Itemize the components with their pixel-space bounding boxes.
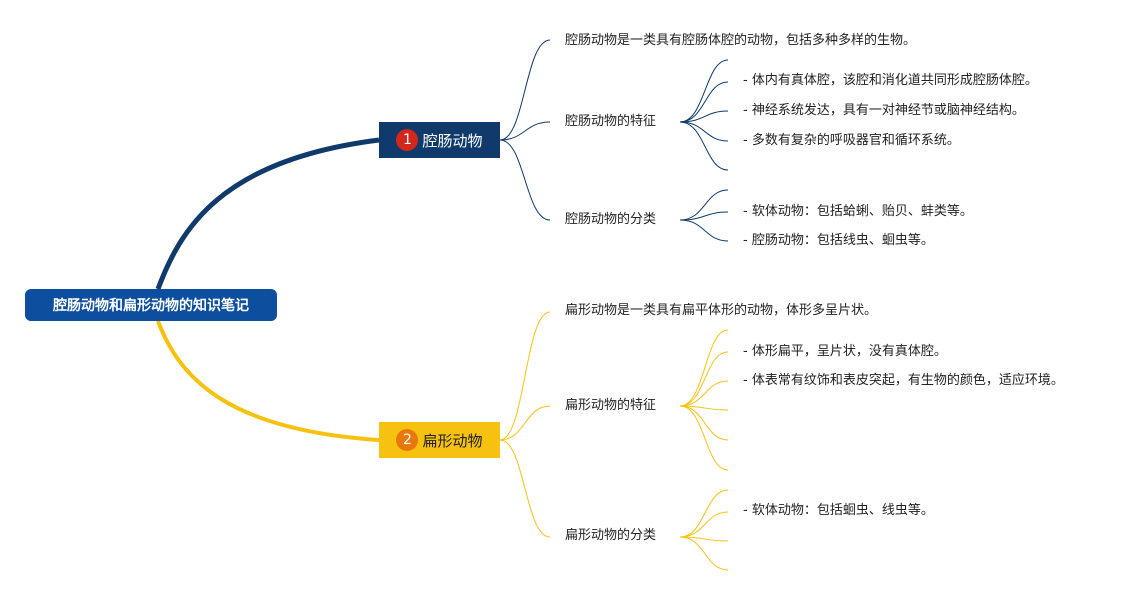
- branch-node-2[interactable]: 2 扁形动物: [379, 422, 500, 458]
- root-to-branch-2-line: [156, 320, 380, 442]
- branch-1-number-badge: 1: [396, 129, 419, 151]
- branch-2-features-line: [499, 405, 551, 441]
- branch-2-number-badge: 2: [396, 429, 419, 451]
- branch-2-intro-line: [499, 311, 551, 441]
- branch-2-intro[interactable]: 扁形动物是一类具有扁平体形的动物，体形多呈片状。: [565, 303, 878, 318]
- root-node[interactable]: 腔肠动物和扁形动物的知识笔记: [25, 289, 277, 321]
- branch-1-class-item[interactable]: - 软体动物：包括蛤蜊、贻贝、蚌类等。: [743, 204, 973, 219]
- branch-2-class-line: [499, 439, 551, 538]
- branch-1-class-line: [499, 139, 551, 221]
- branch-node-1[interactable]: 1 腔肠动物: [379, 122, 500, 158]
- branch-1-feature-item[interactable]: - 多数有复杂的呼吸器官和循环系统。: [743, 133, 960, 148]
- branch-1-feature-item[interactable]: - 体内有真体腔，该腔和消化道共同形成腔肠体腔。: [743, 73, 1038, 88]
- branch-1-features-line: [499, 121, 551, 141]
- root-node-label: 腔肠动物和扁形动物的知识笔记: [53, 298, 249, 314]
- branch-2-feature-item[interactable]: - 体形扁平，呈片状，没有真体腔。: [743, 344, 947, 359]
- branch-1-intro-line: [499, 39, 551, 141]
- root-to-branch-1-line: [155, 137, 380, 290]
- branch-1-label: 腔肠动物: [422, 131, 483, 150]
- branch-1-class-item[interactable]: - 腔肠动物：包括线虫、蛔虫等。: [743, 233, 934, 248]
- branch-2-feature-item[interactable]: - 体表常有纹饰和表皮突起，有生物的颜色，适应环境。: [743, 373, 1064, 388]
- branch-2-features-label[interactable]: 扁形动物的特征: [565, 398, 657, 413]
- branch-2-class-label[interactable]: 扁形动物的分类: [565, 528, 657, 543]
- branch-1-intro[interactable]: 腔肠动物是一类具有腔肠体腔的动物，包括多种多样的生物。: [565, 33, 917, 48]
- branch-2-label: 扁形动物: [422, 431, 483, 450]
- branch-2-class-item[interactable]: - 软体动物：包括蛔虫、线虫等。: [743, 503, 934, 518]
- branch-1-features-label[interactable]: 腔肠动物的特征: [565, 114, 657, 129]
- branch-1-class-label[interactable]: 腔肠动物的分类: [565, 212, 657, 227]
- branch-1-feature-item[interactable]: - 神经系统发达，具有一对神经节或脑神经结构。: [743, 103, 1025, 118]
